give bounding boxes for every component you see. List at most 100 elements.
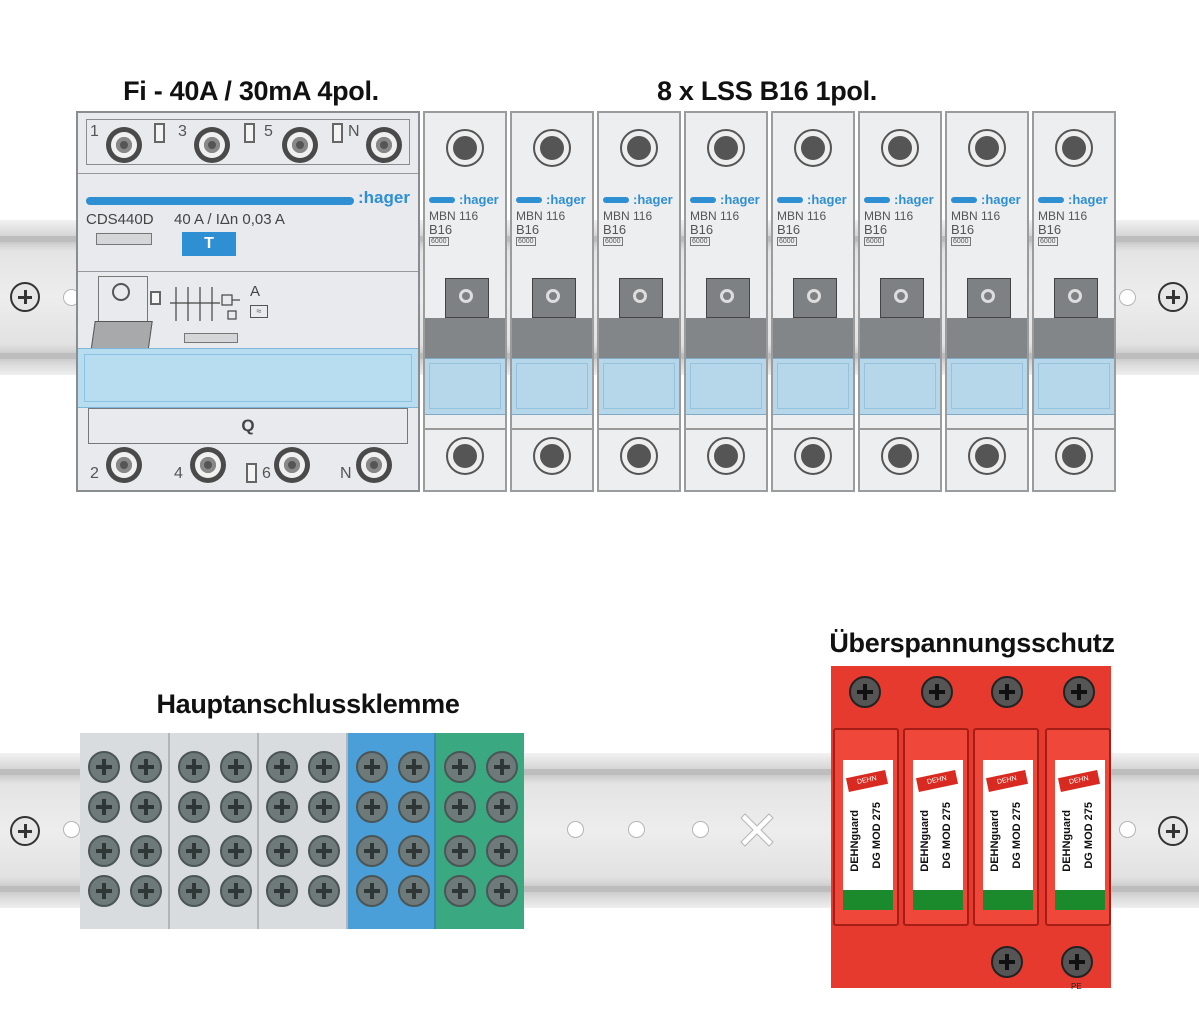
terminal-bolt-icon[interactable] [130, 875, 162, 907]
terminal-bolt-icon[interactable] [398, 875, 430, 907]
terminal-bolt-icon[interactable] [356, 875, 388, 907]
rail-screw-icon [10, 816, 40, 846]
mcb-toggle[interactable] [619, 278, 663, 318]
mcb-toggle[interactable] [532, 278, 576, 318]
mcb-rating: B16 [690, 222, 714, 237]
terminal-bolt-icon[interactable] [266, 791, 298, 823]
mcb-terminal-screw-icon[interactable] [707, 437, 745, 475]
spd-top-screw-icon[interactable] [991, 676, 1023, 708]
mcb-terminal-screw-icon[interactable] [533, 437, 571, 475]
terminal-bolt-icon[interactable] [266, 835, 298, 867]
mcb-toggle[interactable] [967, 278, 1011, 318]
terminal-bolt-icon[interactable] [220, 875, 252, 907]
mcb-terminal-screw-icon[interactable] [1055, 129, 1093, 167]
terminal-bolt-icon[interactable] [356, 835, 388, 867]
mcb-terminal-screw-icon[interactable] [446, 437, 484, 475]
mcb-terminal-screw-icon[interactable] [620, 437, 658, 475]
mcb-terminal-screw-icon[interactable] [620, 129, 658, 167]
mcb-terminal-screw-icon[interactable] [881, 437, 919, 475]
terminal-bolt-icon[interactable] [486, 875, 518, 907]
terminal-bolt-icon[interactable] [356, 791, 388, 823]
terminal-bolt-icon[interactable] [220, 835, 252, 867]
rcd-terminal-icon[interactable] [274, 447, 310, 483]
terminal-bolt-icon[interactable] [356, 751, 388, 783]
terminal-bolt-icon[interactable] [88, 791, 120, 823]
terminal-bolt-icon[interactable] [398, 751, 430, 783]
rcd-terminal-icon[interactable] [106, 127, 142, 163]
mcb-breaking: 6000 [1038, 237, 1058, 246]
mcb-terminal-screw-icon[interactable] [446, 129, 484, 167]
terminal-bolt-icon[interactable] [486, 835, 518, 867]
terminal-bolt-icon[interactable] [444, 751, 476, 783]
terminal-bolt-icon[interactable] [178, 791, 210, 823]
rcd-device[interactable]: 1 3 5 N :hager CDS440D 40 A / IΔn 0,03 A… [76, 111, 420, 492]
mcb-terminal-screw-icon[interactable] [794, 437, 832, 475]
rcd-terminal-icon[interactable] [194, 127, 230, 163]
terminal-bolt-icon[interactable] [266, 875, 298, 907]
terminal-bolt-icon[interactable] [88, 835, 120, 867]
terminal-bolt-icon[interactable] [178, 751, 210, 783]
mcb-toggle[interactable] [706, 278, 750, 318]
terminal-bolt-icon[interactable] [88, 875, 120, 907]
mcb-toggle[interactable] [1054, 278, 1098, 318]
main-terminal-block[interactable] [80, 733, 524, 929]
terminal-bolt-icon[interactable] [308, 835, 340, 867]
rcd-terminal-icon[interactable] [366, 127, 402, 163]
mcb-terminal-screw-icon[interactable] [1055, 437, 1093, 475]
terminal-bolt-icon[interactable] [130, 751, 162, 783]
mcb-terminal-screw-icon[interactable] [968, 129, 1006, 167]
spd-bottom-screw-icon[interactable] [1061, 946, 1093, 978]
mcb-toggle[interactable] [793, 278, 837, 318]
terminal-bolt-icon[interactable] [130, 791, 162, 823]
terminal-bolt-icon[interactable] [88, 751, 120, 783]
mcb-model: MBN 116 [951, 209, 1001, 223]
terminal-bolt-icon[interactable] [178, 875, 210, 907]
terminal-bolt-icon[interactable] [220, 791, 252, 823]
mcb-toggle[interactable] [445, 278, 489, 318]
rail-screw-icon [1158, 816, 1188, 846]
spd-top-screw-icon[interactable] [1063, 676, 1095, 708]
spd-bottom-screw-icon[interactable] [991, 946, 1023, 978]
mcb-terminal-screw-icon[interactable] [707, 129, 745, 167]
terminal-bolt-icon[interactable] [130, 835, 162, 867]
rcd-terminal-icon[interactable] [190, 447, 226, 483]
mcb-terminal-screw-icon[interactable] [533, 129, 571, 167]
rcd-test-button[interactable]: T [182, 232, 236, 256]
mcb-terminal-screw-icon[interactable] [794, 129, 832, 167]
spd-model: DG MOD 275 [1083, 802, 1095, 869]
rcd-terminal-icon[interactable] [106, 447, 142, 483]
terminal-bolt-icon[interactable] [308, 791, 340, 823]
terminal-bolt-icon[interactable] [398, 791, 430, 823]
terminal-bolt-icon[interactable] [444, 791, 476, 823]
terminal-bolt-icon[interactable] [486, 751, 518, 783]
terminal-bolt-icon[interactable] [178, 835, 210, 867]
terminal-bolt-icon[interactable] [398, 835, 430, 867]
mcb-terminal-screw-icon[interactable] [968, 437, 1006, 475]
terminal-bolt-icon[interactable] [308, 751, 340, 783]
rcd-terminal-icon[interactable] [356, 447, 392, 483]
terminal-bolt-icon[interactable] [308, 875, 340, 907]
terminal-bolt-icon[interactable] [266, 751, 298, 783]
terminal-bolt-icon[interactable] [486, 791, 518, 823]
rcd-terminal-icon[interactable] [282, 127, 318, 163]
terminal-bolt-icon[interactable] [220, 751, 252, 783]
mcb-toggle[interactable] [880, 278, 924, 318]
terminal-bolt-icon[interactable] [444, 875, 476, 907]
terminal-bolt-icon[interactable] [444, 835, 476, 867]
mcb-terminal-screw-icon[interactable] [881, 129, 919, 167]
spd-top-screw-icon[interactable] [921, 676, 953, 708]
spd-top-screw-icon[interactable] [849, 676, 881, 708]
